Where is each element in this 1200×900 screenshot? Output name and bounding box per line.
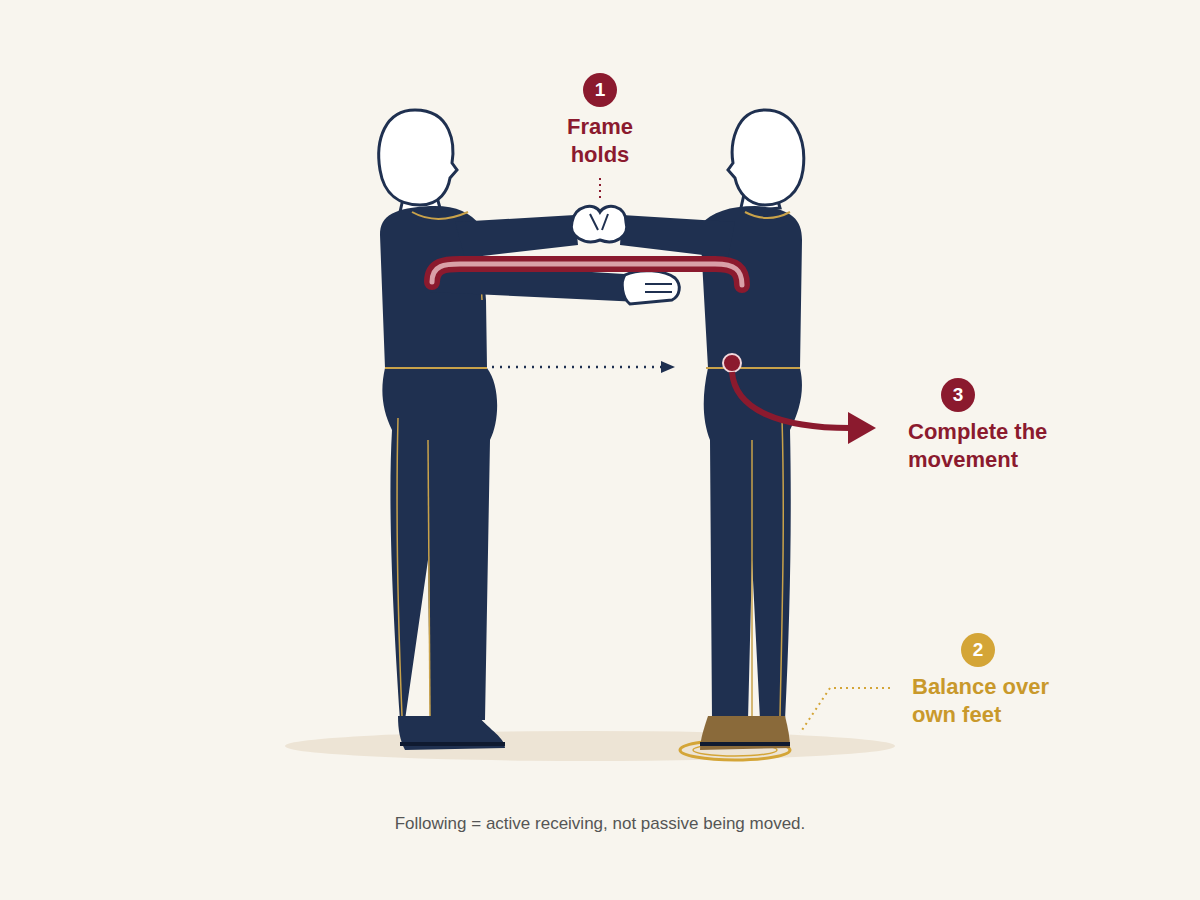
- leader-figure: [379, 110, 640, 750]
- leader-line: [599, 178, 601, 198]
- caption: Following = active receiving, not passiv…: [0, 814, 1200, 834]
- balance-ring: [680, 740, 790, 760]
- callout-number: 3: [941, 378, 975, 412]
- ground-shadow: [285, 731, 895, 761]
- lead-arrow: [492, 366, 668, 369]
- movement-arrow: [732, 372, 850, 428]
- hand-on-back: [622, 271, 679, 304]
- callout-number: 2: [961, 633, 995, 667]
- balance-callout: 2Balance over own feet: [912, 633, 1087, 729]
- follower-figure: [620, 110, 804, 750]
- movement-origin: [723, 354, 741, 372]
- frame-callout: 1Frame holds: [540, 73, 660, 169]
- clasped-hands: [571, 206, 626, 241]
- callout-label: Frame holds: [540, 113, 660, 169]
- frame-band: [432, 264, 742, 285]
- callout-label: Complete the movement: [908, 418, 1108, 474]
- movement-callout: 3Complete the movement: [908, 378, 1108, 474]
- leader-line: [800, 688, 890, 733]
- callout-number: 1: [583, 73, 617, 107]
- callout-label: Balance over own feet: [912, 673, 1087, 729]
